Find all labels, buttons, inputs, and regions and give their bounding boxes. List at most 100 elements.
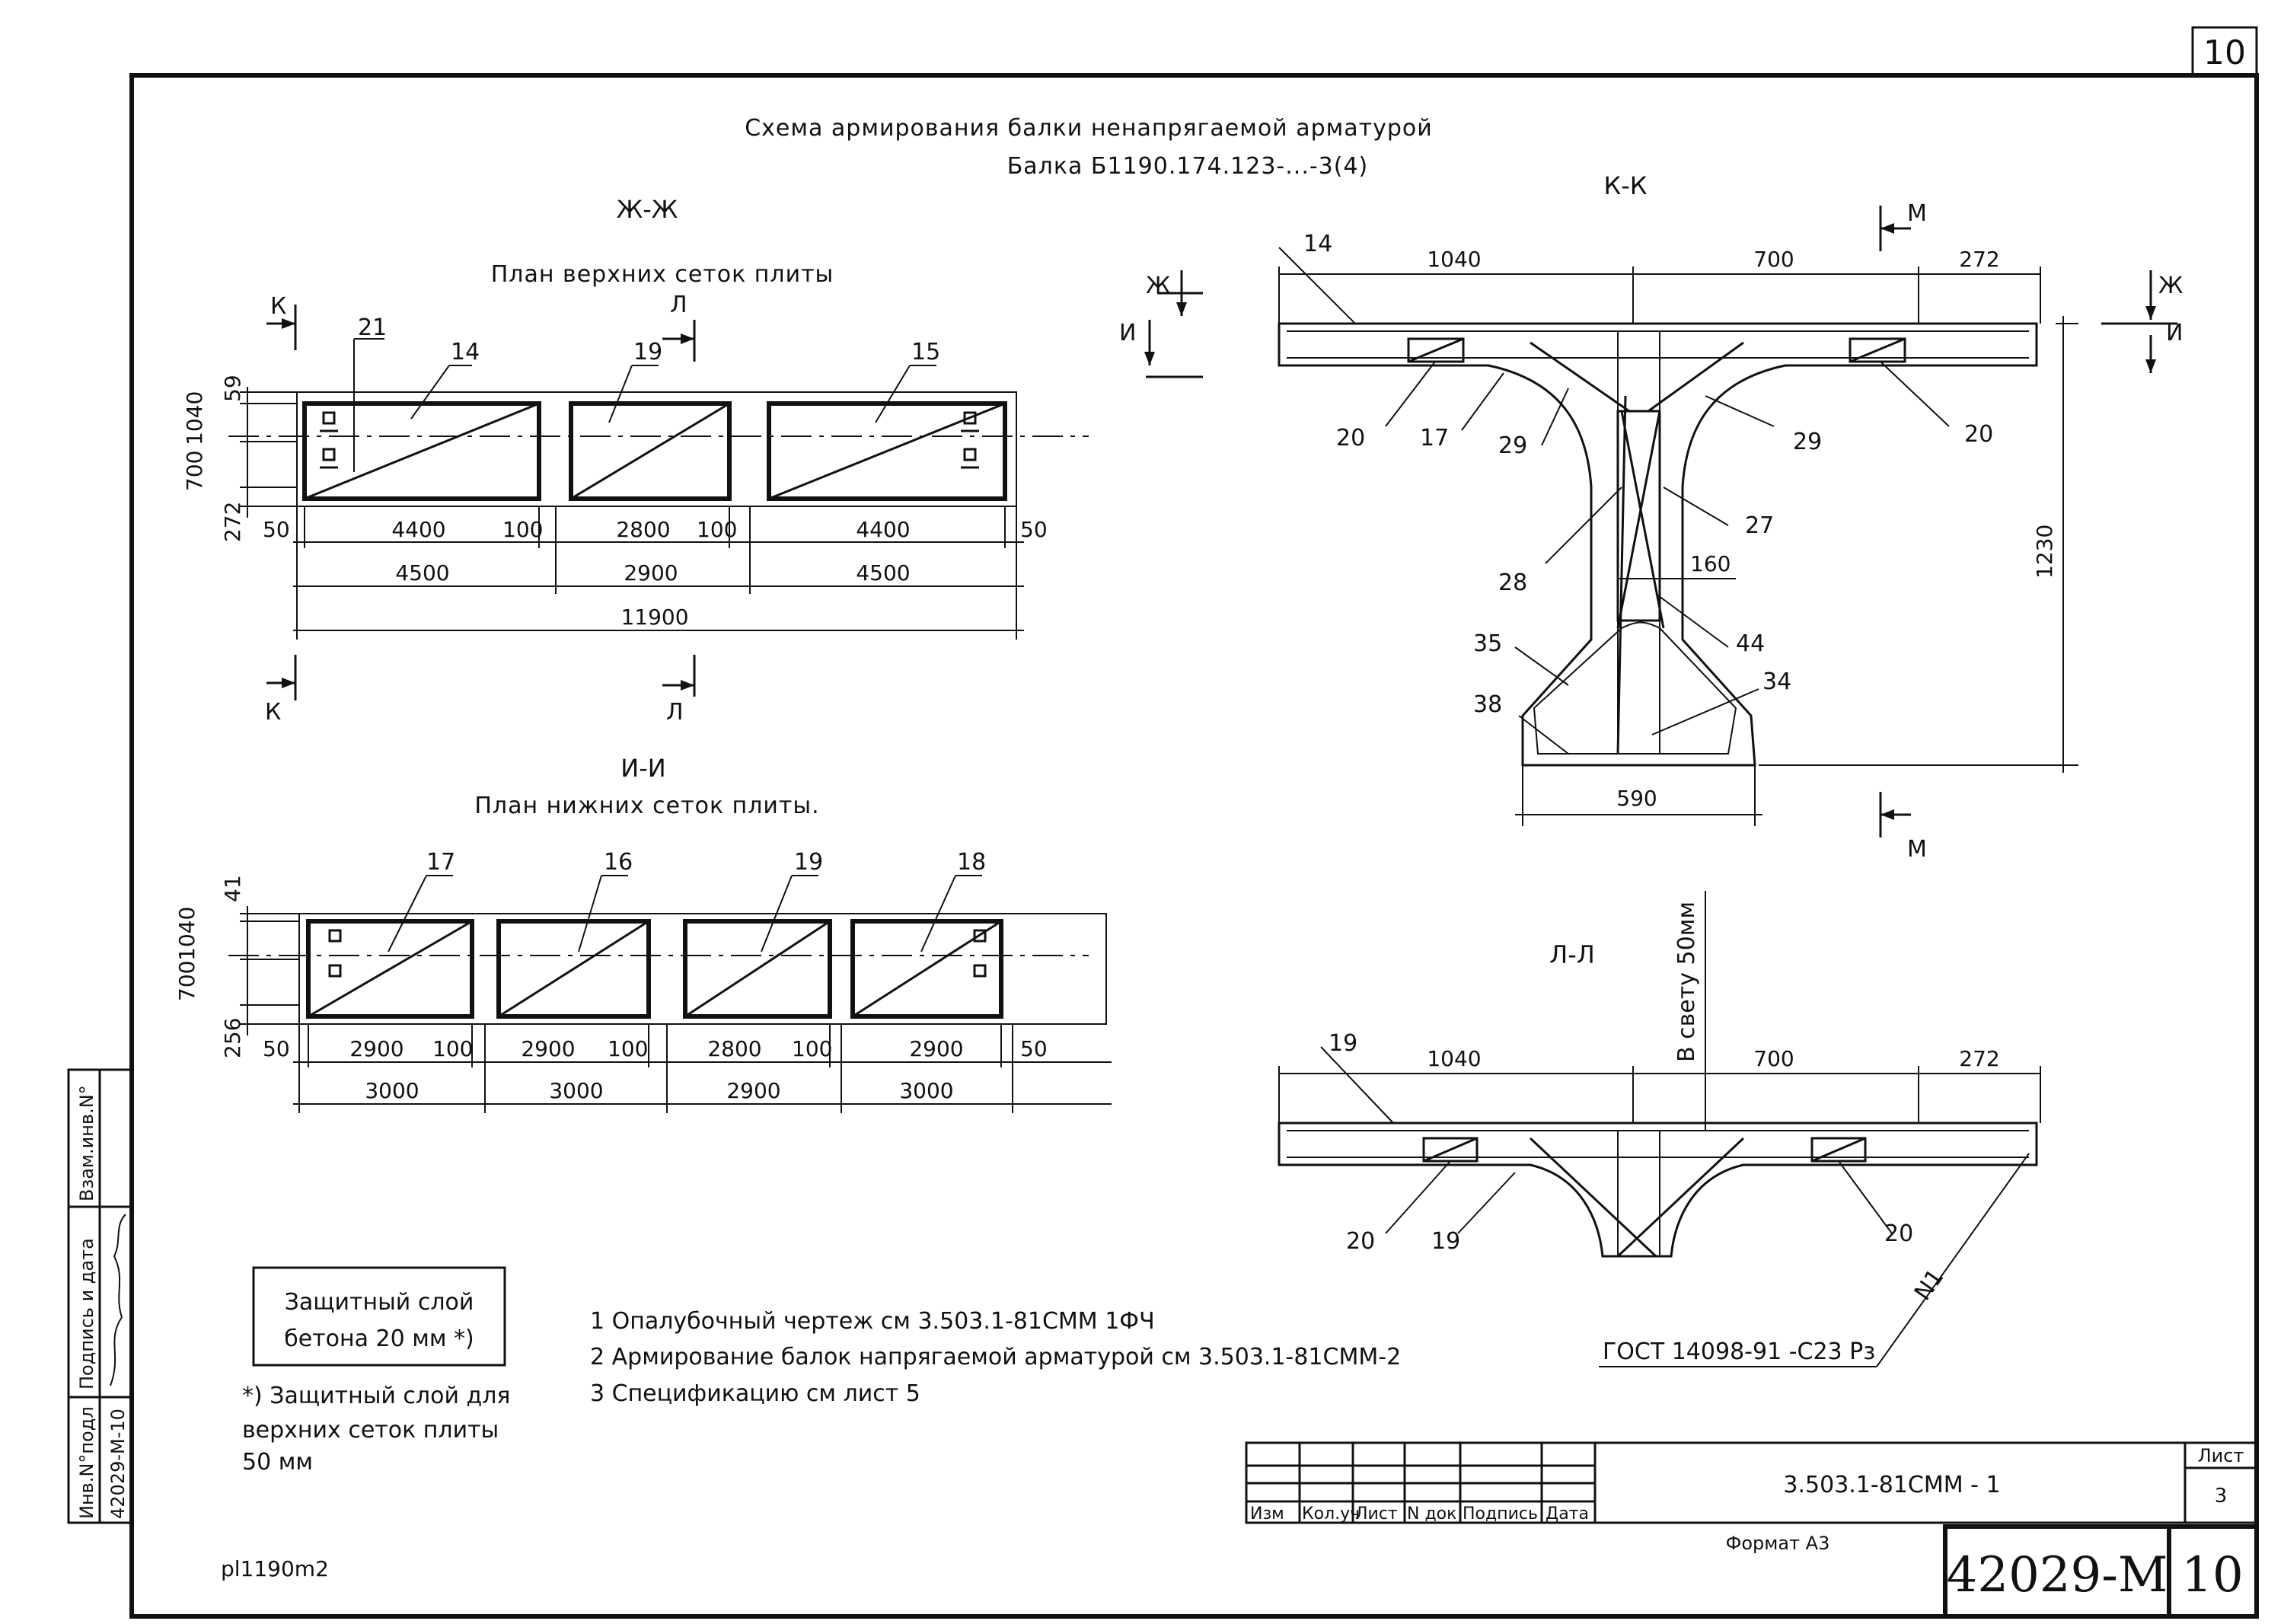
ii-row1-2900b: 2900 bbox=[521, 1036, 575, 1061]
section-kk: К-К М М Ж И Ж И bbox=[1119, 171, 2183, 863]
ll-mark-20-right: 20 bbox=[1884, 1220, 1913, 1247]
mark-14: 14 bbox=[451, 339, 480, 365]
tb-h-podpis: Подпись bbox=[1463, 1504, 1538, 1523]
cover-box-line1: Защитный слой bbox=[285, 1289, 474, 1316]
star-note-line1: *) Защитный слой для bbox=[242, 1383, 510, 1409]
title-block: Изм Кол.уч Лист N док Подпись Дата 3.503… bbox=[1245, 1441, 2259, 1619]
stamp-inv: Инв.N°подл bbox=[76, 1406, 97, 1519]
section-ll: Л-Л В свету 50мм 1040 700 272 19 20 19 2… bbox=[1278, 891, 2041, 1367]
mesh-18 bbox=[850, 919, 1003, 1019]
section-jj: Ж-Ж План верхних сеток плиты К К Л Л bbox=[182, 195, 1089, 726]
kk-mark-27: 27 bbox=[1745, 512, 1774, 539]
ii-row1-2900c: 2900 bbox=[909, 1036, 963, 1061]
jj-dim-59: 59 bbox=[220, 375, 245, 402]
kk-mark-38: 38 bbox=[1473, 691, 1502, 718]
beam-title: Балка Б1190.174.123-...-3(4) bbox=[1007, 153, 1369, 180]
cut-m-bottom: М bbox=[1907, 836, 1927, 863]
tb-h-list: Лист bbox=[1355, 1504, 1398, 1523]
mark-16: 16 bbox=[604, 849, 633, 876]
ii-dim-1040: 1040 bbox=[174, 907, 199, 961]
ll-dim-272: 272 bbox=[1959, 1046, 1999, 1071]
ll-mark-20-left: 20 bbox=[1346, 1228, 1375, 1255]
outer-frame bbox=[129, 73, 2259, 1619]
ii-row1-2800: 2800 bbox=[707, 1036, 761, 1061]
ii-row1-2900a: 2900 bbox=[349, 1036, 404, 1061]
kk-web-160: 160 bbox=[1690, 551, 1731, 576]
kk-dim-272: 272 bbox=[1959, 247, 1999, 272]
cut-i-left: И bbox=[1119, 320, 1136, 346]
ii-row2-3000a: 3000 bbox=[365, 1078, 419, 1103]
kk-mark-20-left: 20 bbox=[1336, 425, 1365, 451]
ii-row1-50b: 50 bbox=[1020, 1036, 1048, 1061]
corner-sheet-number: 10 bbox=[2203, 34, 2246, 72]
tb-list-label: Лист bbox=[2198, 1445, 2244, 1466]
stamp-inv-value: 42029-М-10 bbox=[107, 1409, 129, 1519]
section-jj-subtitle: План верхних сеток плиты bbox=[491, 261, 834, 288]
ll-mark-19-top: 19 bbox=[1329, 1030, 1357, 1057]
kk-dim-1040: 1040 bbox=[1427, 247, 1481, 272]
jj-row2-2900: 2900 bbox=[624, 560, 678, 585]
kk-mark-17: 17 bbox=[1420, 425, 1449, 451]
kk-mark-14: 14 bbox=[1303, 231, 1332, 257]
side-stamp: Взам.инв.N° Подпись и дата Инв.N°подл 42… bbox=[67, 1068, 133, 1524]
tb-h-data: Дата bbox=[1546, 1504, 1589, 1523]
cut-zh-left: Ж bbox=[1146, 273, 1170, 299]
jj-total-11900: 11900 bbox=[620, 605, 688, 630]
cut-l-bottom: Л bbox=[666, 699, 684, 726]
jj-row1-100b: 100 bbox=[697, 517, 737, 542]
ii-row1-100a: 100 bbox=[432, 1036, 473, 1061]
mark-21: 21 bbox=[358, 314, 387, 341]
mark-19: 19 bbox=[633, 339, 662, 365]
section-ii-subtitle: План нижних сеток плиты. bbox=[474, 793, 819, 819]
archive-sheet: 10 bbox=[2181, 1547, 2243, 1603]
jj-dim-272: 272 bbox=[220, 502, 245, 542]
note-3: 3 Спецификацию см лист 5 bbox=[590, 1380, 920, 1407]
kk-mark-44: 44 bbox=[1736, 630, 1765, 657]
mark-17: 17 bbox=[426, 849, 455, 876]
corner-number-box bbox=[2191, 26, 2258, 77]
ii-row1-100b: 100 bbox=[608, 1036, 648, 1061]
ll-gost: ГОСТ 14098-91 -С23 Рз bbox=[1603, 1338, 1875, 1365]
ll-n1: N1 bbox=[1909, 1264, 1949, 1305]
kk-mark-35: 35 bbox=[1473, 630, 1502, 657]
cut-l-top: Л bbox=[670, 292, 687, 318]
mark-18: 18 bbox=[957, 849, 986, 876]
ll-dim-700: 700 bbox=[1753, 1046, 1794, 1071]
kk-mark-29-left: 29 bbox=[1498, 432, 1527, 459]
ii-row1-100c: 100 bbox=[792, 1036, 832, 1061]
jj-row1-4400a: 4400 bbox=[391, 517, 445, 542]
section-ii: И-И План нижних сеток плиты. 17 16 19 18 bbox=[174, 754, 1112, 1113]
jj-row1-2800: 2800 bbox=[616, 517, 670, 542]
drawing-title: Схема армирования балки ненапрягаемой ар… bbox=[745, 115, 1433, 142]
jj-row1-100a: 100 bbox=[502, 517, 543, 542]
kk-dim-700: 700 bbox=[1753, 247, 1794, 272]
clear-note: В свету 50мм bbox=[1673, 901, 1700, 1062]
cover-box-line2: бетона 20 мм *) bbox=[284, 1326, 474, 1352]
cut-zh-right: Ж bbox=[2158, 273, 2183, 299]
format-label: Формат А3 bbox=[1726, 1533, 1830, 1554]
cut-m-top: М bbox=[1907, 200, 1927, 227]
ll-mark-19-bottom: 19 bbox=[1431, 1228, 1460, 1255]
note-1: 1 Опалубочный чертеж см 3.503.1-81СММ 1Ф… bbox=[590, 1308, 1155, 1335]
jj-row1-50a: 50 bbox=[263, 517, 290, 542]
mark-19-lower: 19 bbox=[794, 849, 823, 876]
ii-dim-700: 700 bbox=[174, 961, 199, 1001]
ii-row1-50a: 50 bbox=[263, 1036, 290, 1061]
cut-k-top: К bbox=[270, 293, 286, 320]
star-note-line2: верхних сеток плиты bbox=[242, 1417, 499, 1444]
ii-row2-2900: 2900 bbox=[726, 1078, 780, 1103]
section-ll-label: Л-Л bbox=[1549, 940, 1595, 969]
signature bbox=[110, 1214, 126, 1386]
file-name: pl1190m2 bbox=[221, 1556, 329, 1581]
kk-mark-29-right: 29 bbox=[1793, 429, 1822, 455]
tb-designation: 3.503.1-81СММ - 1 bbox=[1783, 1472, 2000, 1498]
mesh-16 bbox=[496, 919, 651, 1019]
kk-mark-34: 34 bbox=[1762, 668, 1791, 695]
kk-bottom-590: 590 bbox=[1616, 786, 1657, 811]
tb-list-value: 3 bbox=[2215, 1485, 2228, 1508]
ii-row2-3000b: 3000 bbox=[549, 1078, 603, 1103]
jj-row2-4500b: 4500 bbox=[856, 560, 910, 585]
archive-number: 42029-М bbox=[1947, 1547, 2168, 1603]
tb-h-ndok: N док bbox=[1407, 1504, 1456, 1523]
